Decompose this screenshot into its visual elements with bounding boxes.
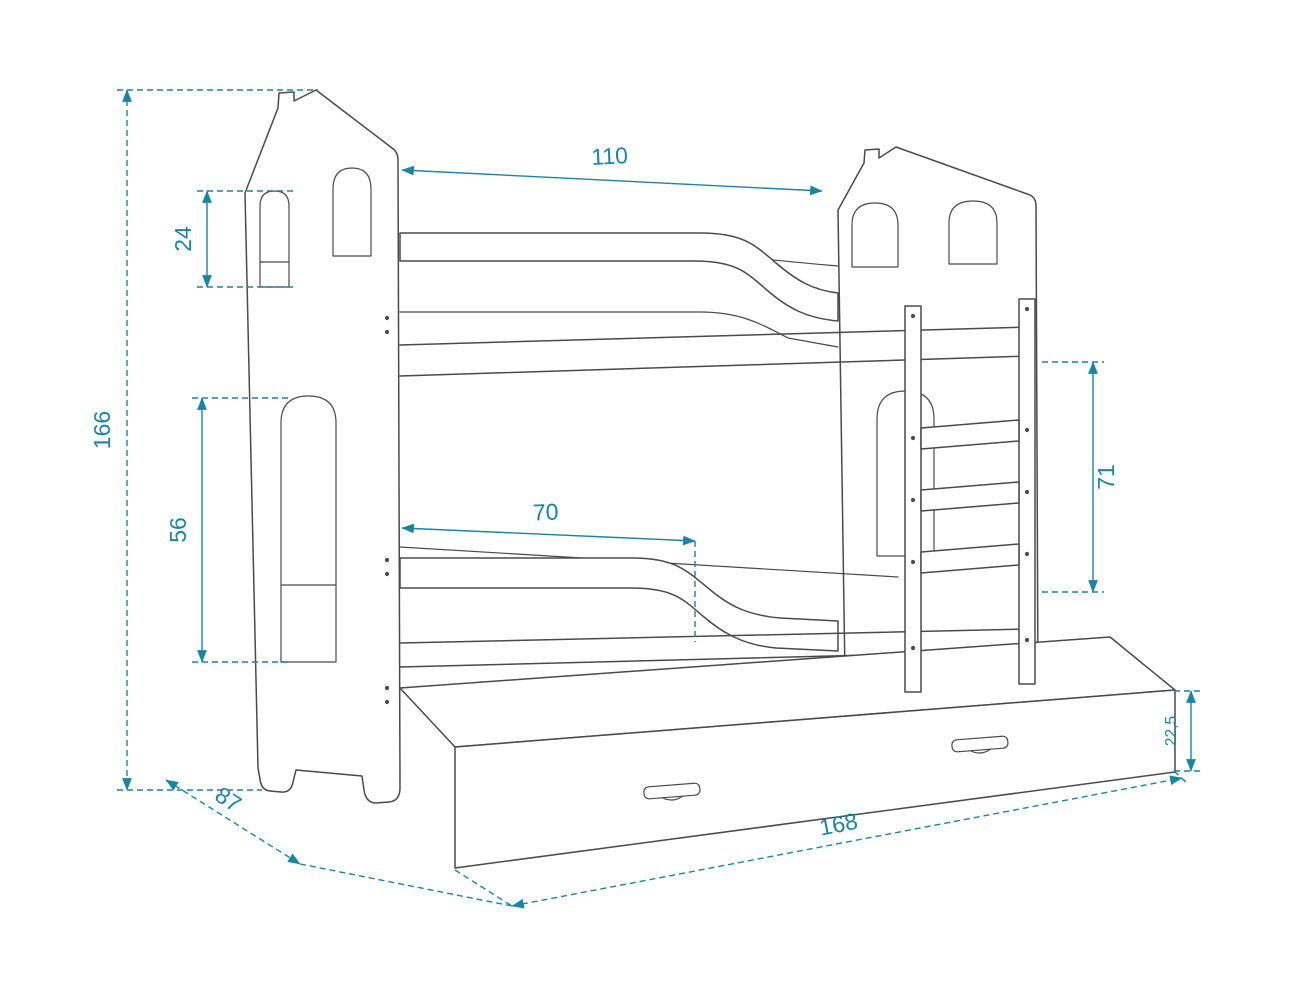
- dim-label-bunk-gap-height: 71: [1093, 464, 1119, 490]
- upper-platform-bottom-rail: [399, 355, 1031, 377]
- right-panel-window-left-icon: [851, 202, 899, 268]
- ext-line: [454, 869, 513, 907]
- lower-guard-board: [399, 557, 839, 652]
- ext-line: [1173, 770, 1187, 783]
- upper-bunk: [399, 232, 1031, 377]
- ladder-rung-3: [920, 543, 1020, 574]
- lower-platform-top-rail: [399, 628, 1031, 644]
- dim-label-total-height: 166: [89, 411, 115, 449]
- dim-label-bed-depth: 87: [211, 781, 247, 817]
- upper-guard-board: [399, 232, 839, 322]
- right-panel-window-right-icon: [948, 200, 998, 265]
- upper-mattress-seam: [399, 311, 839, 348]
- left-house-panel: [244, 89, 401, 804]
- dimension-mattress-length: 70: [401, 498, 696, 642]
- dim-label-upper-bunk-length: 110: [591, 142, 629, 170]
- dimension-total-length: 168: [454, 770, 1187, 909]
- dim-line: [511, 775, 1183, 909]
- upper-platform-top-rail: [399, 326, 1031, 346]
- left-panel-outline: [244, 89, 401, 804]
- dim-label-tall-window-height: 56: [165, 517, 191, 543]
- dim-line: [165, 779, 301, 865]
- dim-line: [401, 165, 823, 196]
- dimension-tall-window-height: 56: [165, 397, 288, 663]
- drawer-handle-right-bar: [951, 735, 1009, 753]
- bunk-bed-drawing: [244, 89, 1176, 869]
- storage-drawer: [399, 636, 1176, 869]
- left-panel-window-small-right-icon: [332, 167, 372, 257]
- left-panel-window-small-left-icon: [259, 190, 290, 288]
- ext-line: [299, 863, 513, 907]
- dim-label-mattress-length: 70: [532, 498, 559, 525]
- drawer-handle-right: [951, 735, 1009, 754]
- dimension-annotations: 166 24 56 110 70: [89, 89, 1200, 909]
- drawer-handle-right-notch: [969, 748, 991, 754]
- ladder-rung-1: [920, 419, 1020, 450]
- dimension-bunk-gap-height: 71: [1042, 361, 1119, 593]
- ladder-screw-dots: [910, 306, 1030, 651]
- ladder-rung-2: [920, 481, 1020, 512]
- dimension-top-window-height: 24: [170, 190, 294, 288]
- left-panel-window-tall-icon: [280, 395, 337, 663]
- dim-label-top-window-height: 24: [170, 226, 196, 252]
- dim-label-drawer-height: 22,5: [1163, 716, 1180, 746]
- dim-line: [401, 523, 696, 546]
- ladder: [904, 298, 1036, 693]
- lower-bunk: [399, 546, 1031, 668]
- dimension-upper-bunk-length: 110: [401, 142, 823, 196]
- dimension-drawer-height: 22,5: [1163, 690, 1200, 772]
- left-panel-screw-dots: [384, 315, 390, 705]
